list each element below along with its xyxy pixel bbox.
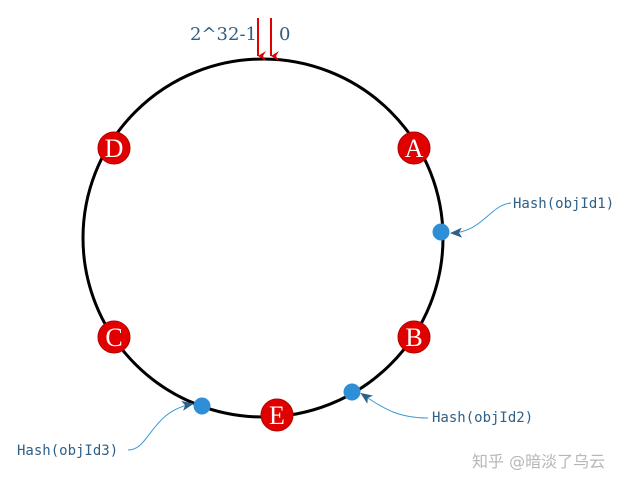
object-2-label: Hash(objId2) (432, 410, 533, 426)
server-node-d-label: D (105, 134, 124, 163)
server-node-b: B (397, 320, 431, 354)
object-point-3 (193, 397, 211, 415)
server-node-e-label: E (269, 401, 285, 430)
wrap-zero-label: 0 (279, 24, 290, 45)
object-point-1 (432, 223, 450, 241)
object-2-callout-arrow (360, 392, 429, 419)
object-3-label: Hash(objId3) (17, 443, 118, 459)
object-1-callout-arrow (450, 202, 512, 238)
server-node-a-label: A (405, 134, 424, 163)
server-node-e: E (260, 398, 294, 432)
wrap-point-arrows (257, 18, 279, 61)
object-3-callout-arrow (127, 400, 194, 451)
object-point-2 (343, 383, 361, 401)
server-node-c: C (97, 320, 131, 354)
server-node-c-label: C (105, 323, 122, 352)
wrap-max-label: 2^32-1 (190, 24, 257, 45)
watermark-text: 知乎 @暗淡了乌云 (472, 452, 605, 471)
server-node-d: D (97, 131, 131, 165)
server-node-a: A (397, 131, 431, 165)
server-node-b-label: B (405, 323, 422, 352)
object-1-label: Hash(objId1) (513, 196, 614, 212)
hash-ring (81, 57, 445, 419)
